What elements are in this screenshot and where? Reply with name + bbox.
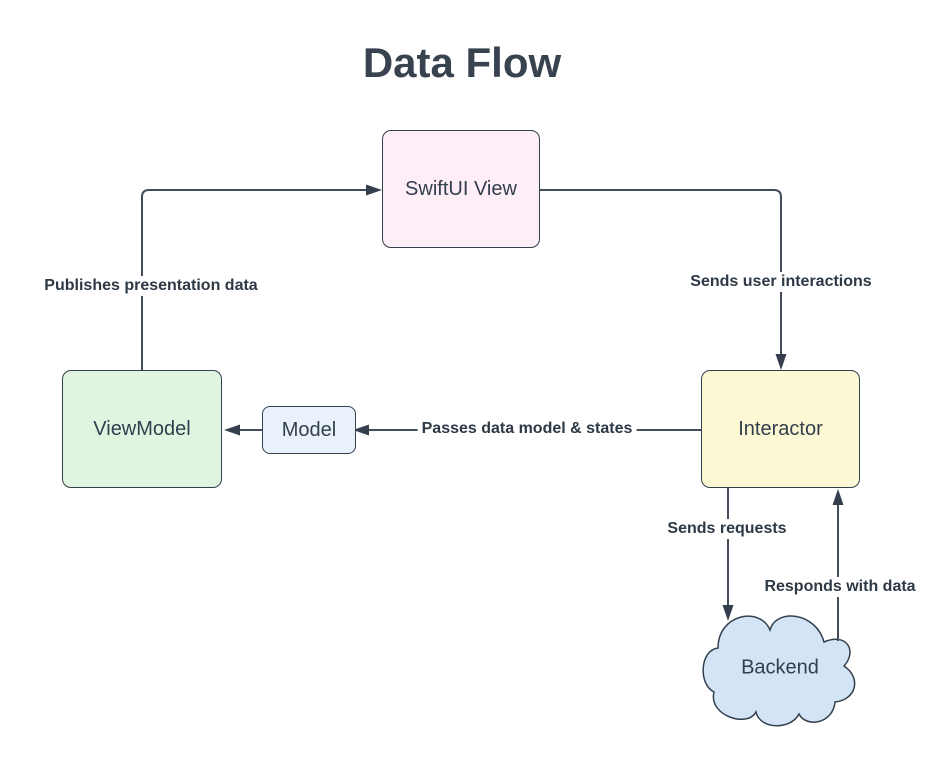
arrowhead-into-model xyxy=(353,424,369,436)
edge-swiftuiview-to-interactor xyxy=(540,189,782,357)
backend-cloud-shape xyxy=(702,615,856,727)
edge-label-sends-requests: Sends requests xyxy=(663,519,791,539)
node-viewmodel: ViewModel xyxy=(62,370,222,488)
node-viewmodel-label: ViewModel xyxy=(93,417,191,440)
arrowhead-into-interactor-bottom xyxy=(832,489,844,505)
node-model-label: Model xyxy=(281,418,337,441)
node-backend-label: Backend xyxy=(741,656,819,679)
edge-label-responds-with-data: Responds with data xyxy=(760,577,920,597)
edge-label-passes-data-model-states: Passes data model & states xyxy=(417,419,637,439)
node-model: Model xyxy=(262,406,356,454)
edge-label-sends-user-interactions: Sends user interactions xyxy=(686,272,876,292)
arrowhead-into-interactor xyxy=(775,354,787,370)
node-swiftui-view: SwiftUI View xyxy=(382,130,540,248)
arrowhead-into-swiftuiview xyxy=(366,184,382,196)
arrowhead-into-backend xyxy=(722,605,734,621)
edge-viewmodel-to-swiftuiview xyxy=(141,189,368,370)
edge-label-publishes-presentation-data: Publishes presentation data xyxy=(40,276,262,296)
arrowhead-into-viewmodel xyxy=(224,424,240,436)
node-interactor: Interactor xyxy=(701,370,860,488)
node-interactor-label: Interactor xyxy=(738,417,823,440)
node-swiftui-view-label: SwiftUI View xyxy=(405,177,517,200)
page-title: Data Flow xyxy=(362,39,562,86)
